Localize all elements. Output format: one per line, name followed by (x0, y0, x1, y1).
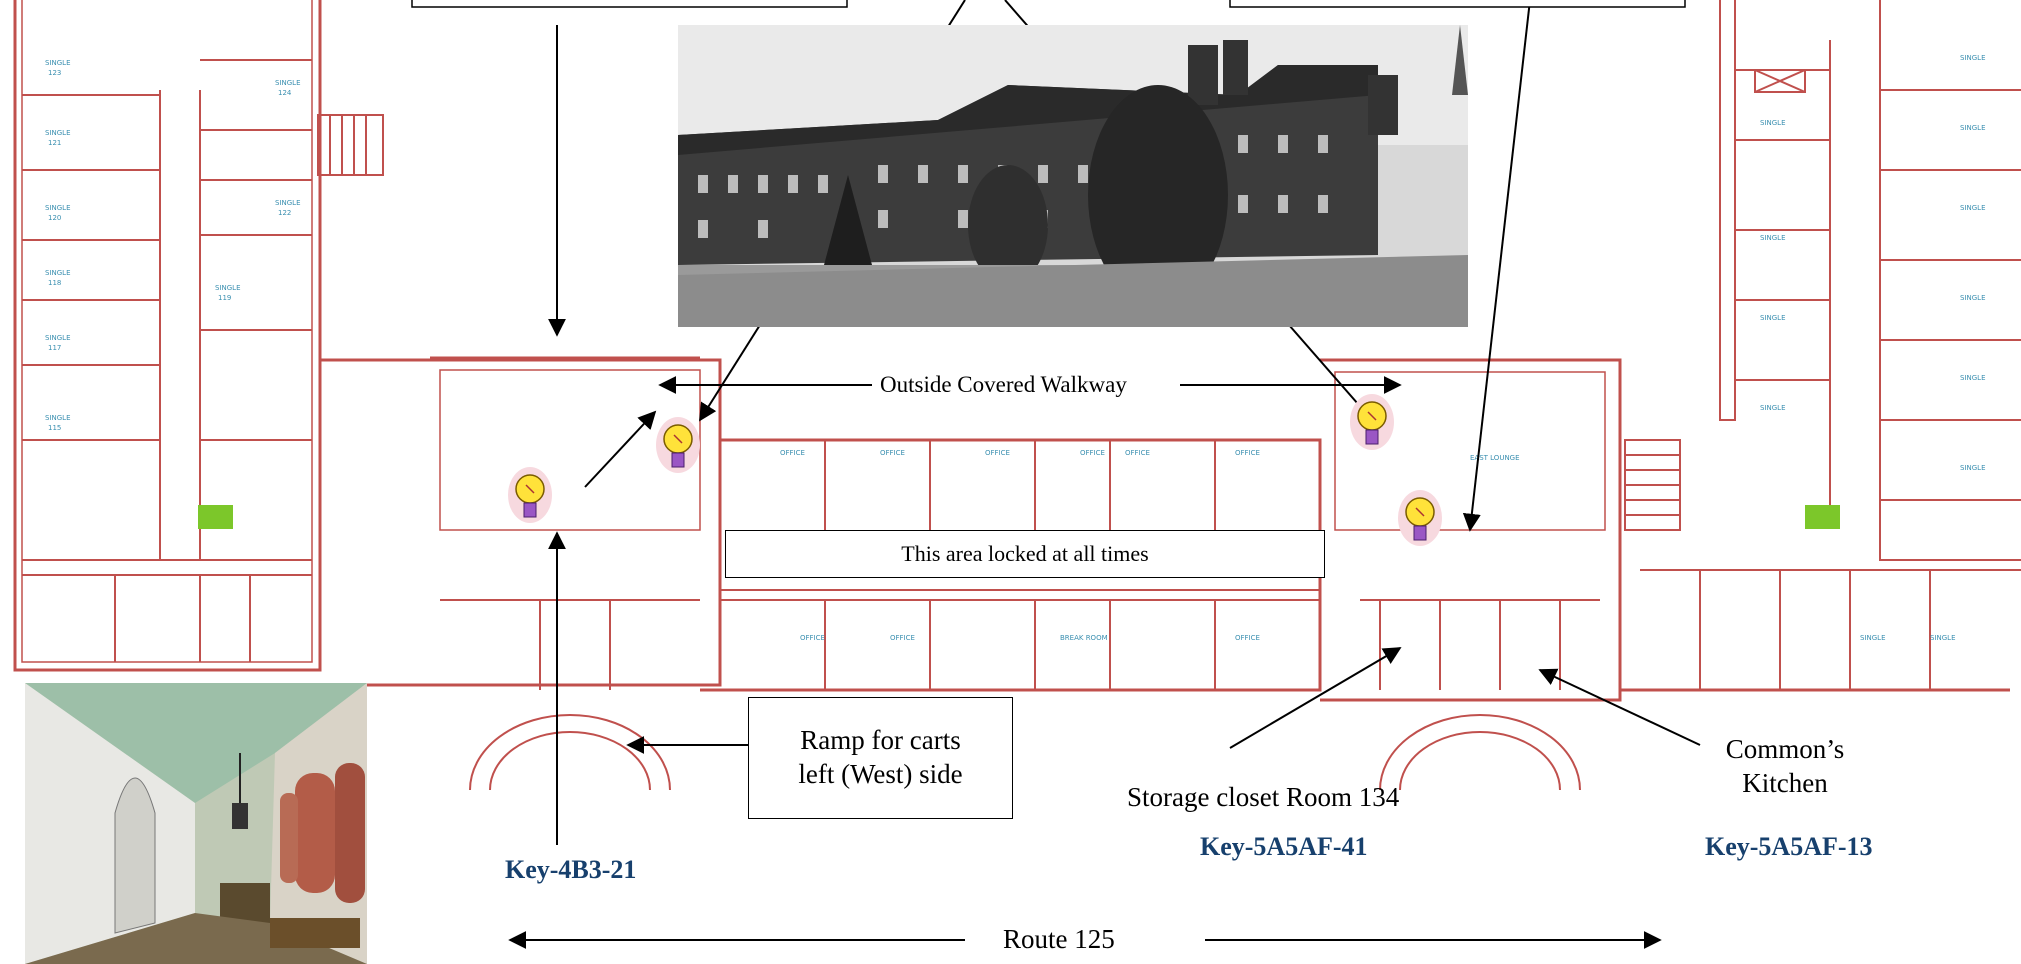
svg-text:115: 115 (48, 424, 61, 432)
svg-text:123: 123 (48, 69, 61, 77)
svg-text:OFFICE: OFFICE (1235, 634, 1260, 642)
locked-area-text: This area locked at all times (901, 541, 1149, 566)
walkway-photo-drawing (25, 683, 367, 964)
svg-text:EAST LOUNGE: EAST LOUNGE (1470, 454, 1520, 462)
svg-text:SINGLE: SINGLE (1760, 119, 1786, 127)
svg-text:OFFICE: OFFICE (1125, 449, 1150, 457)
svg-text:OFFICE: OFFICE (880, 449, 905, 457)
svg-text:117: 117 (48, 344, 61, 352)
svg-text:118: 118 (48, 279, 61, 287)
ramp-label: Ramp for carts left (West) side (748, 697, 1013, 819)
svg-text:OFFICE: OFFICE (1080, 449, 1105, 457)
svg-text:SINGLE: SINGLE (45, 414, 71, 422)
svg-text:SINGLE: SINGLE (1960, 374, 1986, 382)
svg-text:OFFICE: OFFICE (890, 634, 915, 642)
svg-text:SINGLE: SINGLE (1960, 124, 1986, 132)
svg-text:SINGLE: SINGLE (1960, 294, 1986, 302)
ramp-line-2: left (West) side (798, 759, 963, 789)
svg-text:SINGLE: SINGLE (45, 59, 71, 67)
storage-closet-label: Storage closet Room 134 (1127, 782, 1400, 812)
kitchen-line-2: Kitchen (1742, 767, 1828, 798)
locked-area-label: This area locked at all times (725, 530, 1325, 578)
svg-text:OFFICE: OFFICE (800, 634, 825, 642)
top-label-box-right (1229, 0, 1686, 8)
svg-text:SINGLE: SINGLE (1760, 234, 1786, 242)
route-label: Route 125 (1003, 924, 1115, 954)
lightbulb-icon (656, 417, 700, 473)
svg-text:120: 120 (48, 214, 61, 222)
svg-text:124: 124 (278, 89, 292, 97)
key-kitchen: Key-5A5AF-13 (1705, 832, 1873, 861)
svg-text:SINGLE: SINGLE (1960, 204, 1986, 212)
svg-text:SINGLE: SINGLE (45, 269, 71, 277)
svg-text:122: 122 (278, 209, 291, 217)
svg-text:BREAK ROOM: BREAK ROOM (1060, 634, 1108, 642)
kitchen-line-1: Common’s (1725, 734, 1845, 764)
svg-text:OFFICE: OFFICE (780, 449, 805, 457)
key-west: Key-4B3-21 (505, 855, 637, 884)
walkway-label: Outside Covered Walkway (872, 372, 1135, 398)
svg-text:SINGLE: SINGLE (1760, 314, 1786, 322)
top-label-box-left (411, 0, 848, 8)
svg-text:SINGLE: SINGLE (45, 204, 71, 212)
svg-text:SINGLE: SINGLE (215, 284, 241, 292)
lightbulb-icon (1350, 394, 1394, 450)
key-storage: Key-5A5AF-41 (1200, 832, 1368, 861)
svg-text:SINGLE: SINGLE (1930, 634, 1956, 642)
svg-text:SINGLE: SINGLE (1960, 464, 1986, 472)
building-photo-drawing (678, 25, 1468, 327)
svg-text:SINGLE: SINGLE (275, 79, 301, 87)
svg-text:121: 121 (48, 139, 61, 147)
svg-text:SINGLE: SINGLE (45, 334, 71, 342)
svg-text:OFFICE: OFFICE (985, 449, 1010, 457)
walkway-photo (25, 683, 367, 964)
svg-text:SINGLE: SINGLE (1760, 404, 1786, 412)
svg-text:SINGLE: SINGLE (45, 129, 71, 137)
lightbulb-icon (1398, 490, 1442, 546)
svg-text:SINGLE: SINGLE (1860, 634, 1886, 642)
lightbulb-icon (508, 467, 552, 523)
kitchen-label: Common’s Kitchen (1705, 733, 1865, 801)
svg-text:OFFICE: OFFICE (1235, 449, 1260, 457)
green-marker-west (198, 505, 233, 529)
building-photo (678, 25, 1468, 327)
ramp-line-1: Ramp for carts (800, 725, 961, 756)
svg-text:119: 119 (218, 294, 231, 302)
svg-text:SINGLE: SINGLE (1960, 54, 1986, 62)
svg-text:SINGLE: SINGLE (275, 199, 301, 207)
green-marker-east (1805, 505, 1840, 529)
